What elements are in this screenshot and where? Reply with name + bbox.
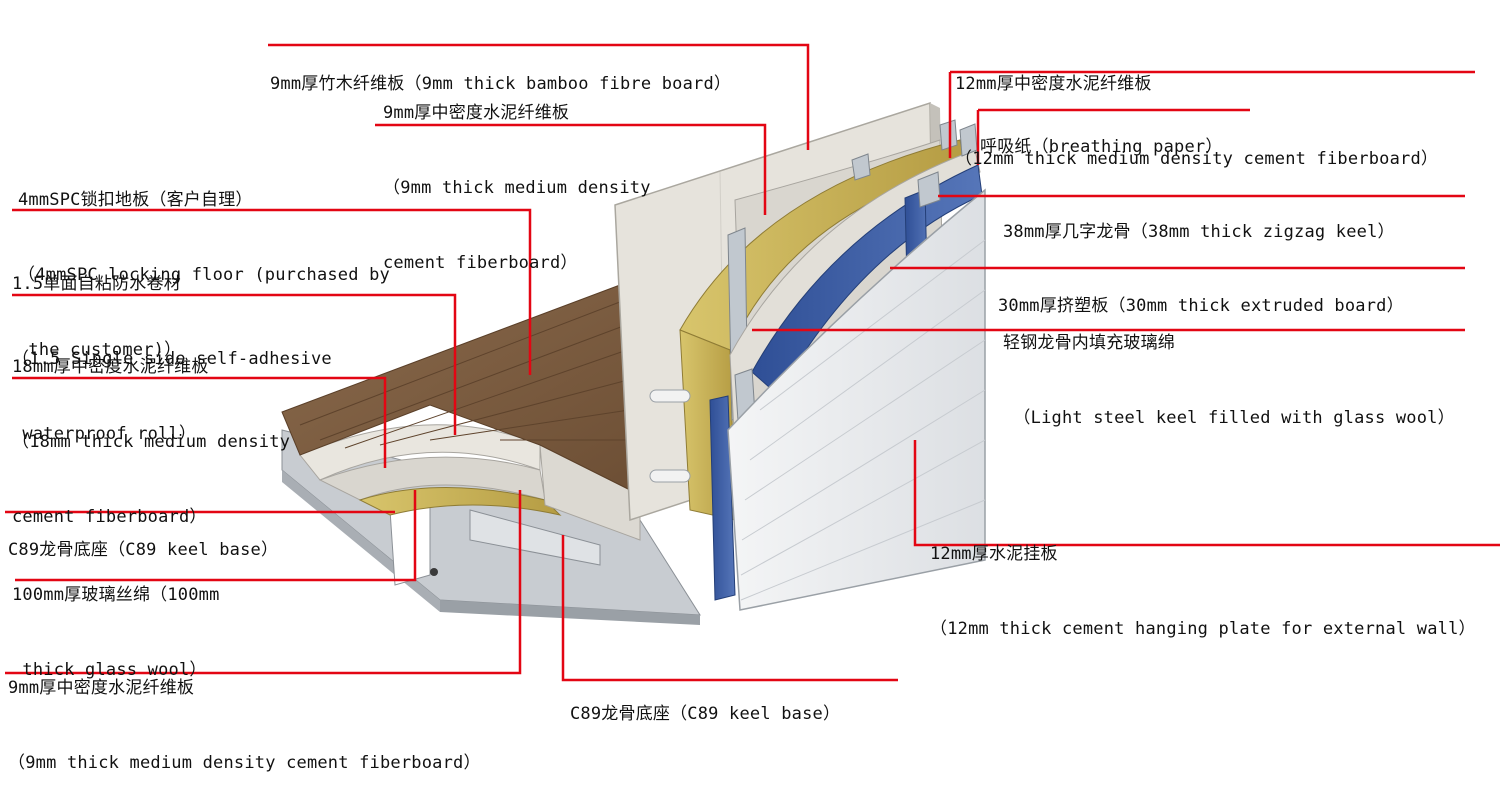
floor-layers [299,424,641,541]
leader-cement-9mm-bottom [5,490,522,675]
label-keel-base-left: C89龙骨底座（C89 keel base） [8,540,279,560]
label-spc-floor: 4mmSPC锁扣地板（客户自理） （4mmSPC locking floor (… [18,190,390,360]
label-glass-wool-100: 100mm厚玻璃丝绵（100mm thick glass wool） [12,585,220,680]
label-steel-keel-wool: 轻钢龙骨内填充玻璃绵 （Light steel keel filled with… [1003,333,1455,428]
leader-hanging-plate [913,440,1500,547]
label-keel-base-bottom: C89龙骨底座（C89 keel base） [570,704,841,724]
label-hanging-plate: 12mm厚水泥挂板 （12mm thick cement hanging pla… [930,544,1476,639]
label-cement-18mm: 18mm厚中密度水泥纤维板 （18mm thick medium density… [12,357,291,527]
label-zigzag-keel: 38mm厚几字龙骨（38mm thick zigzag keel） [1003,222,1395,242]
external-cement-cladding [727,188,986,611]
wall-floor-section-diagram [5,43,1500,682]
leader-spc-floor [12,208,532,375]
leader-waterproof-roll [12,293,457,435]
label-cement-9mm-bottom: 9mm厚中密度水泥纤维板 （9mm thick medium density c… [8,678,481,773]
label-extruded-board: 30mm厚挤塑板（30mm thick extruded board） [998,296,1404,316]
label-breathing-paper: 呼吸纸（breathing paper） [980,137,1223,157]
label-cement-9mm-top: 9mm厚中密度水泥纤维板 （9mm thick medium density c… [383,103,651,273]
label-waterproof-roll: 1.5单面自粘防水卷材 （1.5 Single side self-adhesi… [12,274,332,444]
label-bamboo-board: 9mm厚竹木纤维板（9mm thick bamboo fibre board） [270,74,732,94]
leader-cement-18mm [12,376,387,468]
leader-glass-wool-100 [15,490,417,582]
leader-keel-base-bottom [561,535,898,682]
leader-lines [5,43,1500,682]
label-cement-12mm-top: 12mm厚中密度水泥纤维板 （12mm thick medium density… [955,74,1439,169]
leader-cement-9mm-top [375,123,767,215]
leader-bamboo-board [268,43,810,150]
